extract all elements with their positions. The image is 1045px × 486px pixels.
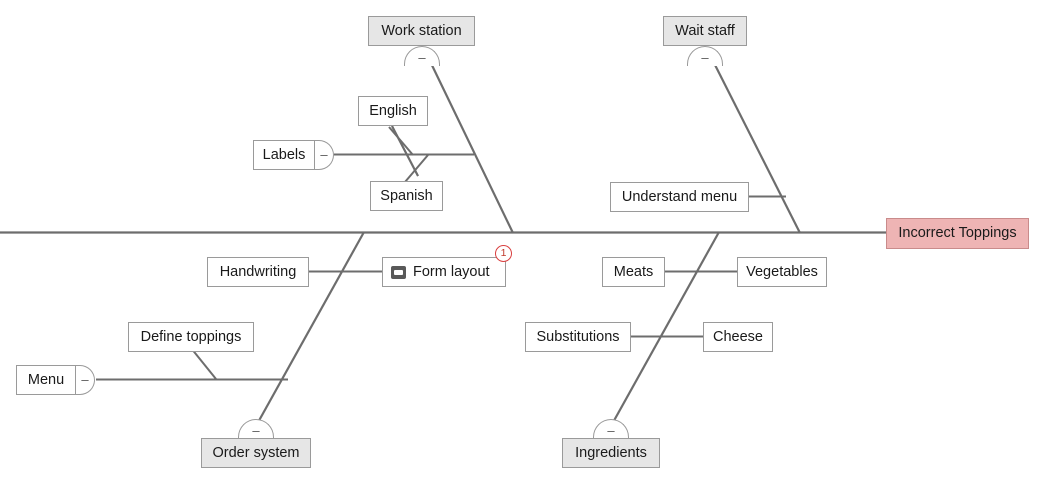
cause-spanish[interactable]: Spanish [370, 181, 443, 211]
category-ingredients-label: Ingredients [575, 444, 647, 461]
category-work-station[interactable]: Work station [368, 16, 475, 46]
stem-define-toppings [190, 347, 217, 380]
category-ingredients[interactable]: Ingredients [562, 438, 660, 468]
collapse-ingredients[interactable]: – [593, 419, 629, 439]
cause-vegetables-label: Vegetables [746, 263, 818, 280]
collapse-wait-staff[interactable]: – [687, 46, 723, 66]
collapse-work-station[interactable]: – [404, 46, 440, 66]
collapse-glyph: – [252, 423, 260, 438]
cause-english[interactable]: English [358, 96, 428, 126]
collapse-glyph: – [81, 371, 89, 387]
cause-labels[interactable]: Labels [253, 140, 315, 170]
cause-vegetables[interactable]: Vegetables [737, 257, 827, 287]
cause-handwriting-label: Handwriting [219, 263, 297, 280]
cause-cheese-label: Cheese [713, 328, 763, 345]
collapse-labels[interactable]: – [315, 140, 334, 170]
collapse-glyph: – [607, 423, 615, 438]
stem-english-line [388, 126, 414, 156]
cause-meats-label: Meats [613, 263, 654, 280]
category-wait-staff-label: Wait staff [675, 22, 735, 39]
collapse-glyph: – [701, 50, 709, 65]
cause-define-toppings-label: Define toppings [140, 328, 242, 345]
category-work-station-label: Work station [381, 22, 462, 39]
collapse-menu[interactable]: – [76, 365, 95, 395]
collapse-glyph: – [418, 50, 426, 65]
note-icon [391, 265, 406, 279]
cause-form-layout-label: Form layout [413, 263, 490, 280]
cause-understand-menu-label: Understand menu [621, 188, 738, 205]
cause-cheese[interactable]: Cheese [703, 322, 773, 352]
category-order-system[interactable]: Order system [201, 438, 311, 468]
stem-english [391, 125, 419, 177]
cause-define-toppings[interactable]: Define toppings [128, 322, 254, 352]
cause-labels-label: Labels [262, 146, 306, 163]
cause-understand-menu[interactable]: Understand menu [610, 182, 749, 212]
cause-handwriting[interactable]: Handwriting [207, 257, 309, 287]
cause-english-label: English [369, 102, 417, 119]
cause-meats[interactable]: Meats [602, 257, 665, 287]
cause-menu[interactable]: Menu [16, 365, 76, 395]
category-order-system-label: Order system [212, 444, 300, 461]
comment-count-value: 1 [500, 247, 507, 260]
cause-menu-label: Menu [27, 371, 65, 388]
category-wait-staff[interactable]: Wait staff [663, 16, 747, 46]
effect-incorrect-toppings[interactable]: Incorrect Toppings [886, 218, 1029, 249]
cause-substitutions[interactable]: Substitutions [525, 322, 631, 352]
stem-spanish [391, 125, 419, 177]
stem-spanish-line [404, 154, 429, 183]
cause-spanish-label: Spanish [380, 187, 433, 204]
cause-form-layout[interactable]: Form layout [382, 257, 506, 287]
comment-count-badge[interactable]: 1 [495, 245, 512, 262]
cause-substitutions-label: Substitutions [536, 328, 620, 345]
collapse-glyph: – [320, 146, 328, 162]
collapse-order-system[interactable]: – [238, 419, 274, 439]
effect-label: Incorrect Toppings [898, 225, 1017, 242]
